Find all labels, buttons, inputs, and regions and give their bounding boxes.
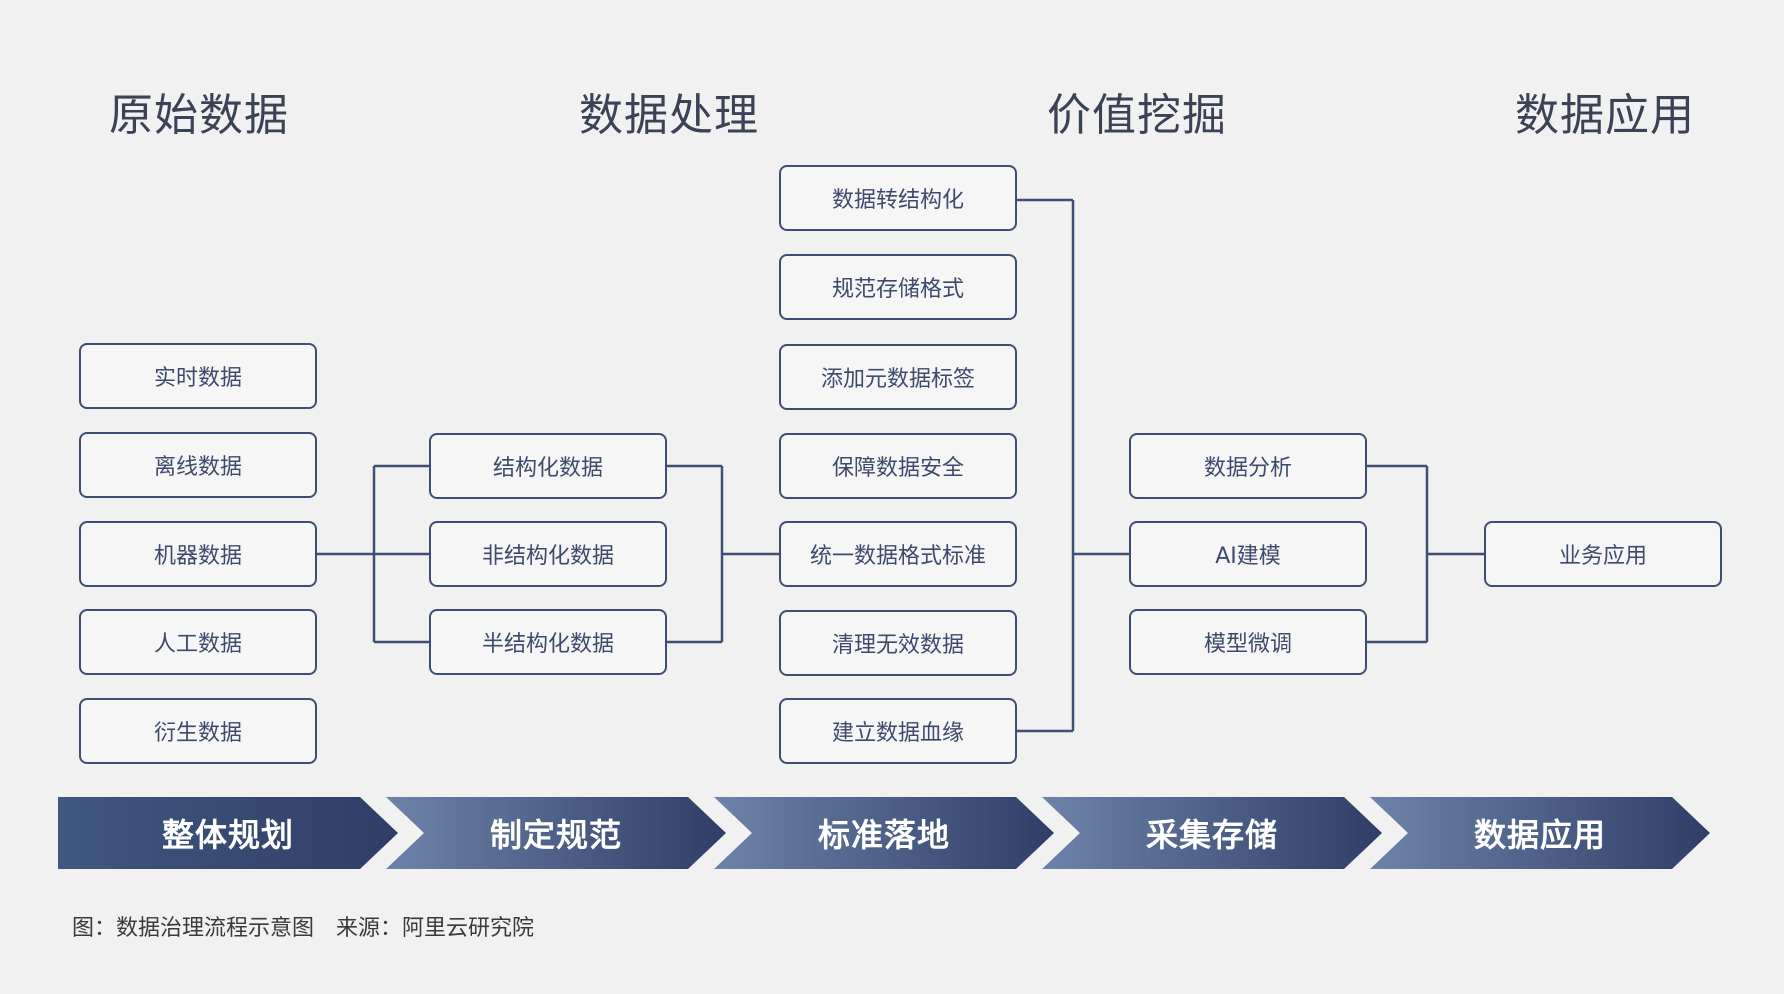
phase-arrow-standards: 制定规范 <box>386 797 726 869</box>
node-derived-data: 衍生数据 <box>79 698 317 764</box>
node-realtime-data: 实时数据 <box>79 343 317 409</box>
phase-label: 整体规划 <box>161 816 294 854</box>
phase-label: 数据应用 <box>1473 816 1606 854</box>
node-ai-modeling: AI建模 <box>1129 521 1367 587</box>
node-semistructured-data: 半结构化数据 <box>429 609 667 675</box>
arrow-shape <box>1042 797 1382 869</box>
connector-value-to-business <box>1366 464 1484 644</box>
node-to-structured: 数据转结构化 <box>779 165 1017 231</box>
figure-caption: 图：数据治理流程示意图来源：阿里云研究院 <box>72 910 534 942</box>
phase-arrow-planning: 整体规划 <box>58 797 398 869</box>
heading-value-mining: 价值挖掘 <box>1047 90 1227 141</box>
node-offline-data: 离线数据 <box>79 432 317 498</box>
phase-arrow-implementation: 标准落地 <box>714 797 1054 869</box>
connector-processing-to-value <box>1016 198 1129 733</box>
arrow-shape <box>386 797 726 869</box>
connector-types-to-processing <box>666 464 779 644</box>
node-structured-data: 结构化数据 <box>429 433 667 499</box>
node-unstructured-data: 非结构化数据 <box>429 521 667 587</box>
heading-data-application: 数据应用 <box>1515 90 1695 141</box>
node-data-analysis: 数据分析 <box>1129 433 1367 499</box>
phase-arrow-data-application: 数据应用 <box>1370 797 1710 869</box>
node-machine-data: 机器数据 <box>79 521 317 587</box>
connector-raw-to-types <box>317 464 429 644</box>
caption-source: 来源：阿里云研究院 <box>336 916 535 941</box>
phase-label: 标准落地 <box>817 816 950 854</box>
node-data-lineage: 建立数据血缘 <box>779 698 1017 764</box>
phase-label: 制定规范 <box>489 816 622 854</box>
arrow-shape <box>714 797 1054 869</box>
node-storage-format: 规范存储格式 <box>779 254 1017 320</box>
node-format-standard: 统一数据格式标准 <box>779 521 1017 587</box>
node-data-security: 保障数据安全 <box>779 433 1017 499</box>
arrow-shape <box>1370 797 1710 869</box>
node-manual-data: 人工数据 <box>79 609 317 675</box>
node-clean-invalid: 清理无效数据 <box>779 610 1017 676</box>
node-model-finetune: 模型微调 <box>1129 609 1367 675</box>
heading-raw-data: 原始数据 <box>109 90 289 141</box>
phase-label: 采集存储 <box>1145 816 1278 854</box>
heading-data-processing: 数据处理 <box>579 90 759 141</box>
caption-figure: 图：数据治理流程示意图 <box>72 916 315 941</box>
node-business-application: 业务应用 <box>1484 521 1722 587</box>
arrow-shape <box>58 797 398 869</box>
phase-arrow-collection-storage: 采集存储 <box>1042 797 1382 869</box>
node-metadata-tags: 添加元数据标签 <box>779 344 1017 410</box>
